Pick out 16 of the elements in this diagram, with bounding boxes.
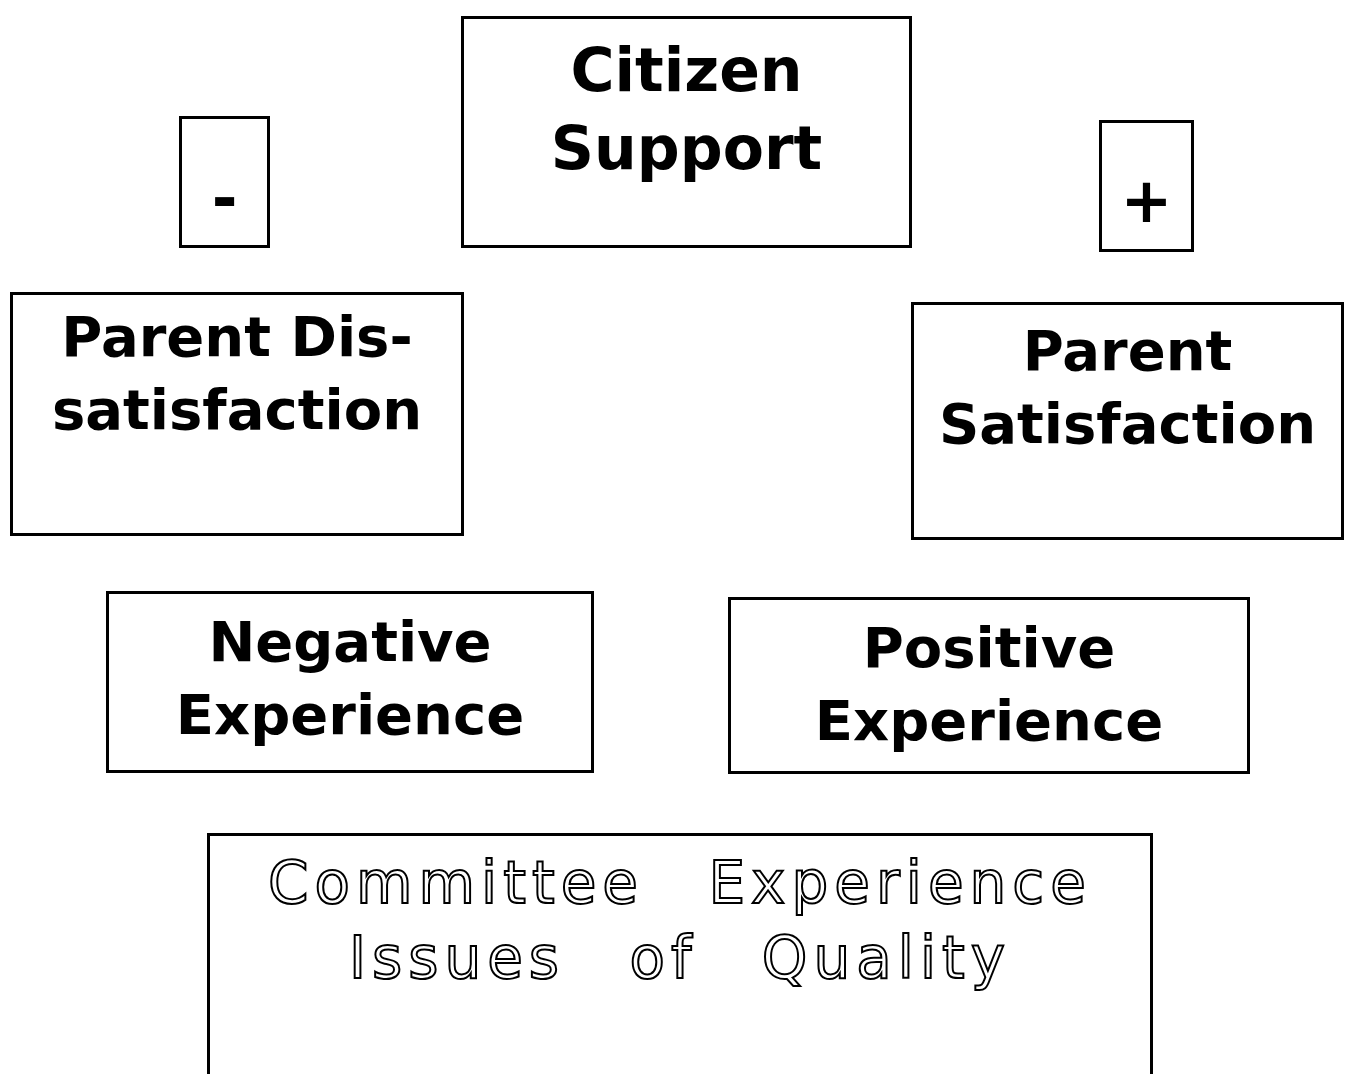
box-label: Parent Satisfaction — [937, 317, 1318, 458]
box — [207, 833, 1153, 1074]
box-label: Negative Experience — [174, 608, 526, 749]
box-label: + — [1119, 163, 1174, 239]
box — [10, 292, 464, 536]
sign-box — [1099, 120, 1194, 252]
box — [911, 302, 1344, 540]
sign-box — [179, 116, 270, 248]
box-label: Committee Experience Issues of Quality — [267, 848, 1093, 995]
box-label: Parent Dis- satisfaction — [50, 303, 424, 444]
box — [461, 16, 912, 248]
box-label: Citizen Support — [549, 34, 824, 185]
box-label: Positive Experience — [813, 614, 1165, 755]
box-label: - — [210, 161, 239, 237]
box — [728, 597, 1250, 774]
box — [106, 591, 594, 773]
